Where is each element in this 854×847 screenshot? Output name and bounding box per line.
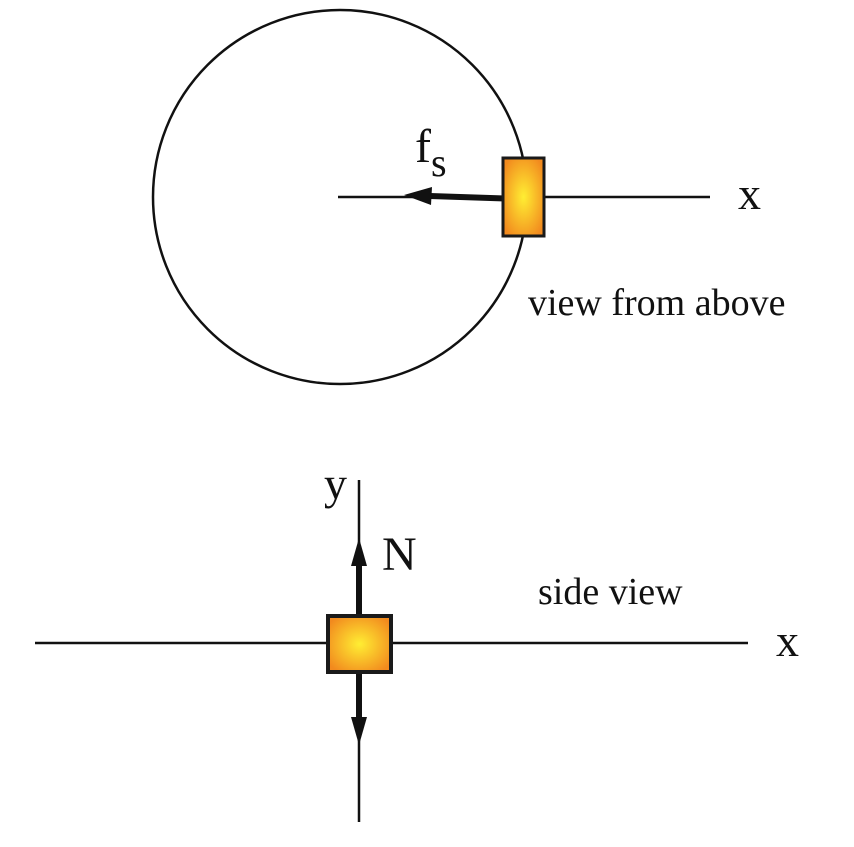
top-view-caption: view from above [528, 282, 785, 324]
down-arrow-head [351, 717, 367, 745]
side-block [326, 614, 393, 674]
friction-arrow-head [404, 187, 432, 205]
normal-arrow-head [351, 538, 367, 566]
side-y-axis-label: y [324, 458, 347, 509]
side-view: y N side view x [35, 458, 799, 822]
side-view-caption: side view [538, 571, 683, 613]
top-x-axis-label: x [738, 168, 761, 219]
side-x-axis-label: x [776, 615, 799, 666]
top-view: fs x view from above [151, 8, 785, 386]
friction-label: fs [415, 120, 447, 185]
friction-label-main: f [415, 120, 431, 173]
friction-label-subscript: s [431, 140, 447, 185]
top-block [501, 156, 546, 238]
normal-force-label: N [382, 528, 417, 581]
